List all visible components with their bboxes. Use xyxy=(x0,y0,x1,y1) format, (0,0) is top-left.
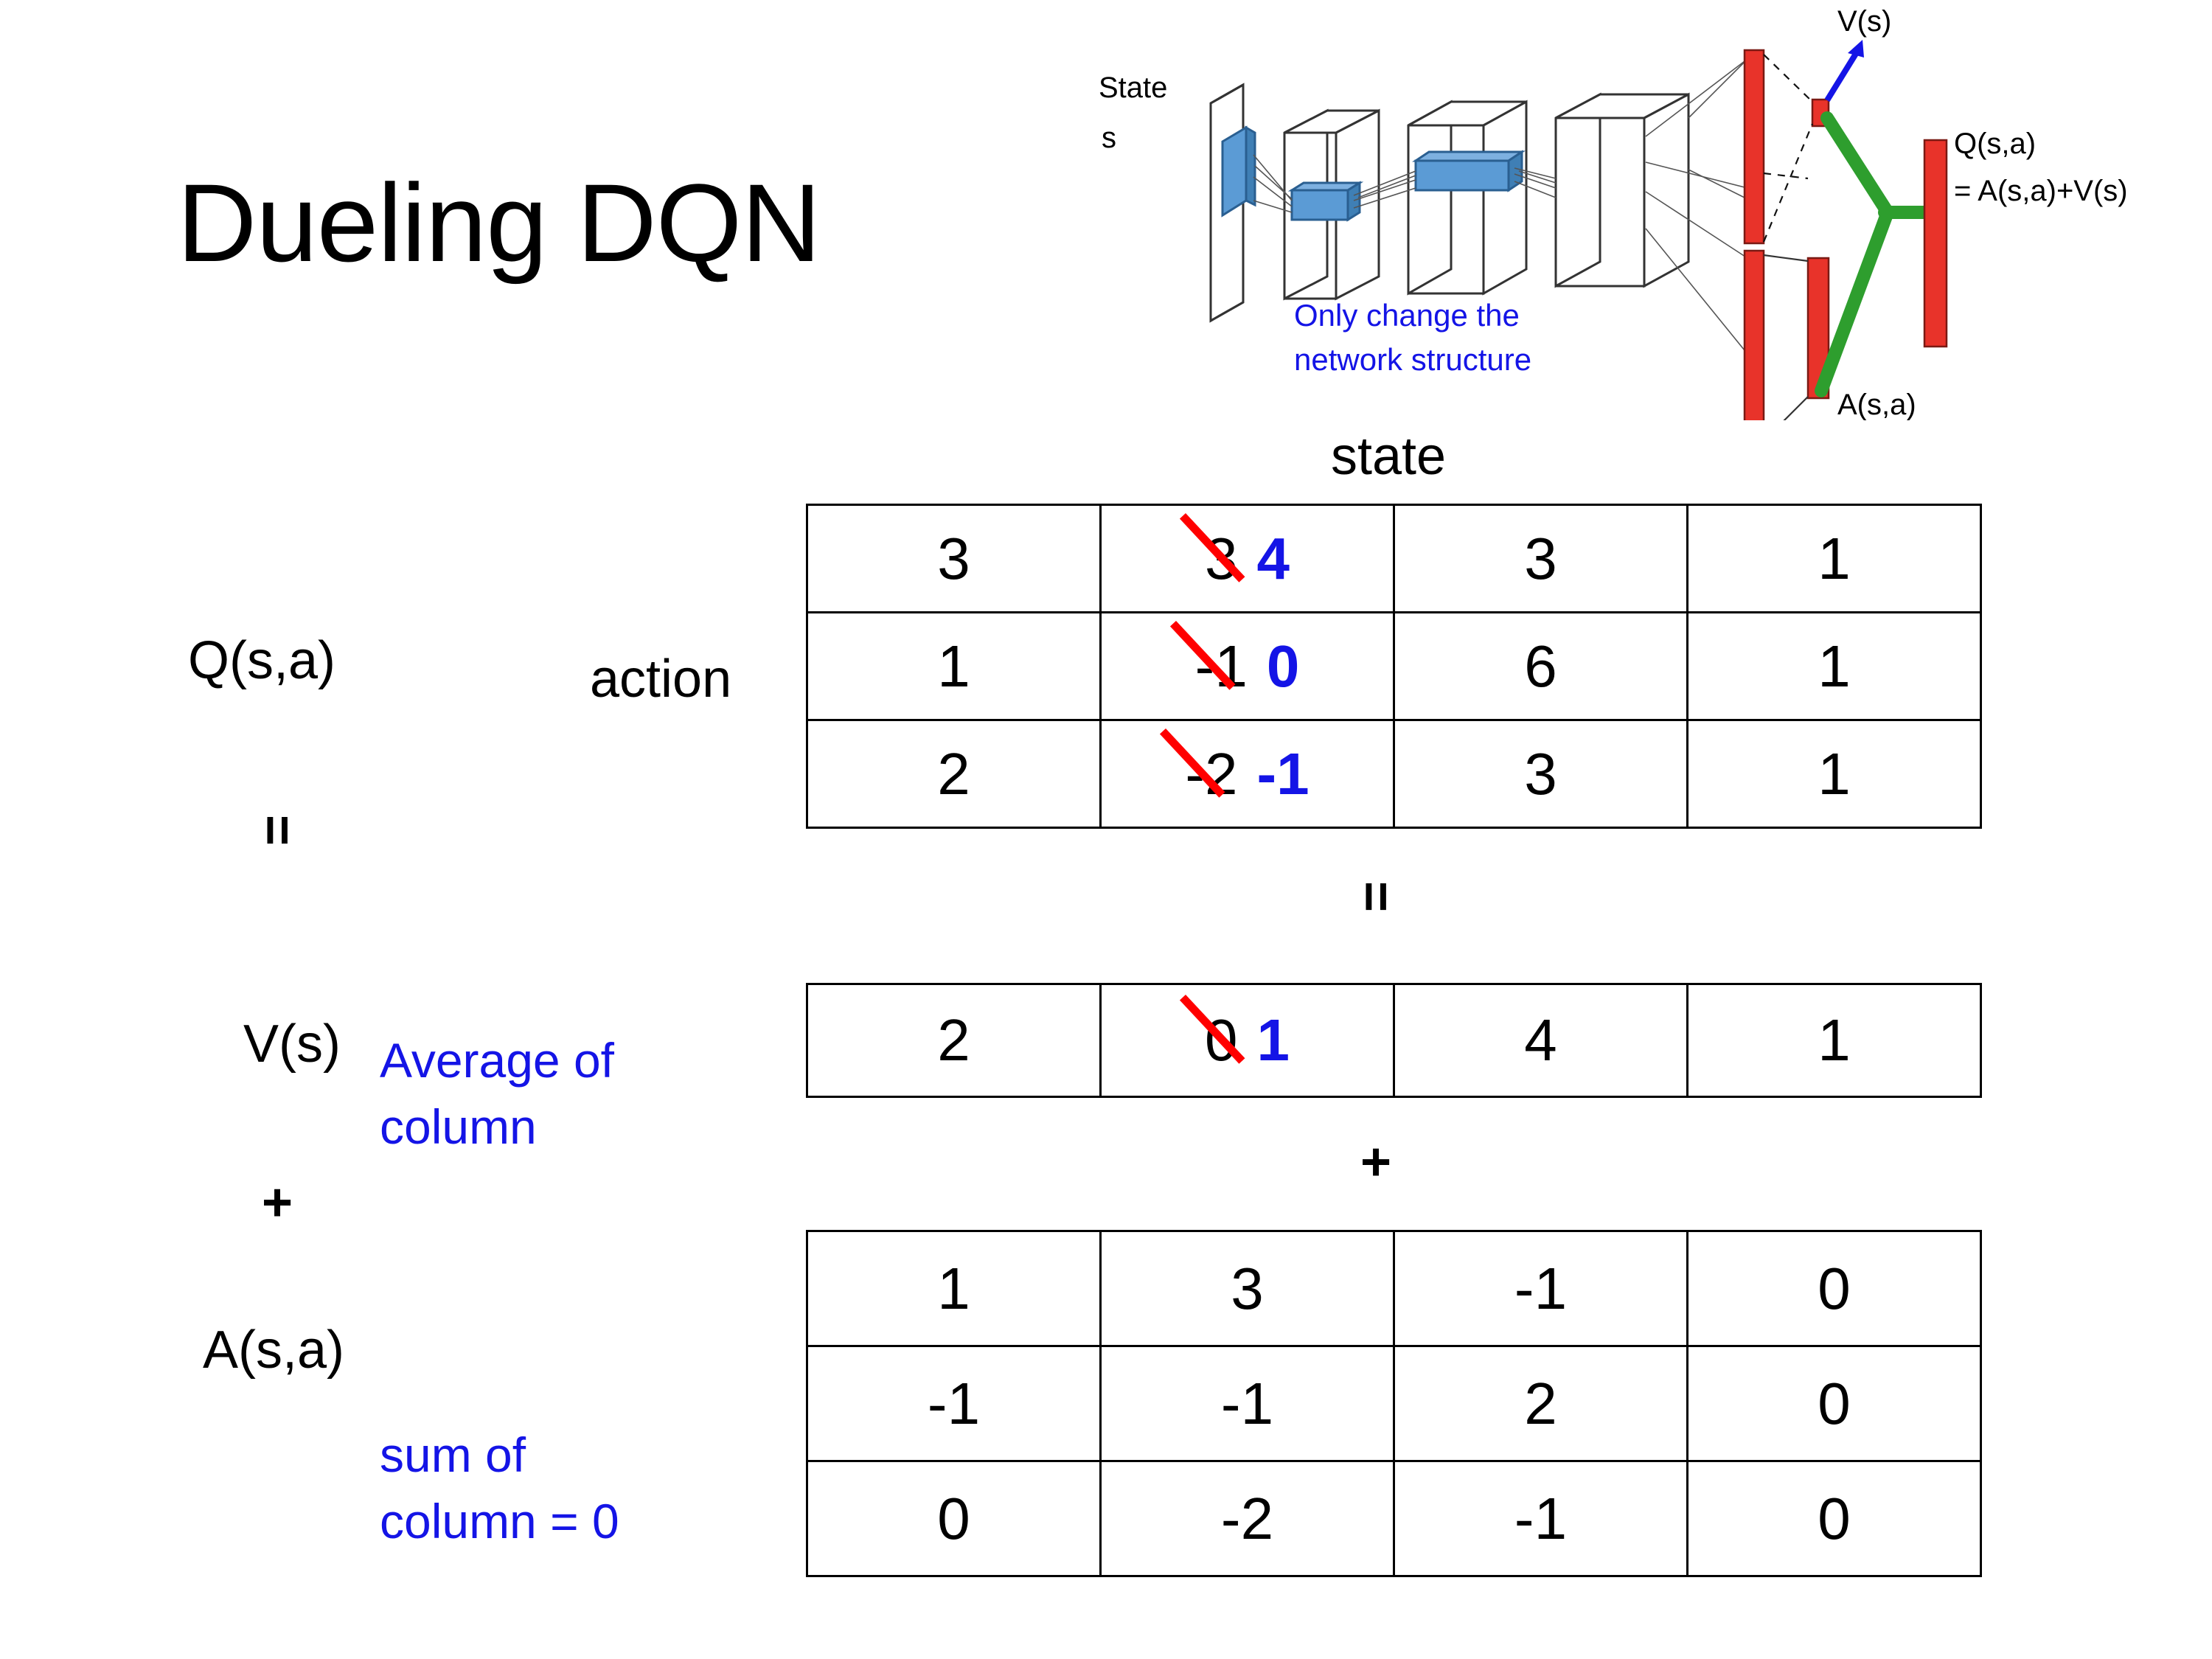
q-output-label-line1: Q(s,a) xyxy=(1954,128,2036,160)
green-merge-links xyxy=(1815,111,1935,397)
network-note-line2: network structure xyxy=(1294,342,1531,377)
cell-q-r1-c1: -1 0 xyxy=(1099,611,1395,721)
cell-a-r2-c3: 0 xyxy=(1686,1460,1982,1577)
input-patch-shape xyxy=(1221,125,1256,218)
cell-a-r0-c2: -1 xyxy=(1393,1230,1688,1347)
cell-q-r0-c2: 3 xyxy=(1393,504,1688,613)
cell-a-r2-c2: -1 xyxy=(1393,1460,1688,1577)
conv-patch-1-shape xyxy=(1287,181,1364,222)
cell-a-r1-c0: -1 xyxy=(806,1345,1102,1462)
table-row: 2 0 1 4 1 xyxy=(806,983,1982,1098)
dueling-network-diagram: State s V(s) A(s,a) Q(s,a) = A(s,a)+V(s)… xyxy=(1099,7,2190,420)
equals-q-to-sum: = xyxy=(248,814,307,846)
cell-a-r0-c1: 3 xyxy=(1099,1230,1395,1347)
table-row: 1 -1 0 6 1 xyxy=(806,611,1982,721)
conv-layer-2-shape xyxy=(1407,100,1528,296)
advantage-table: 1 3 -1 0 -1 -1 2 0 0 -2 -1 0 xyxy=(806,1230,1982,1577)
cell-q-r2-c2: 3 xyxy=(1393,719,1688,829)
corrected-value: 1 xyxy=(1256,1007,1290,1073)
cell-q-r1-c0: 1 xyxy=(806,611,1102,721)
cell-q-r0-c1: 3 4 xyxy=(1099,504,1395,613)
advantage-stream-bar xyxy=(1743,249,1765,420)
cell-a-r2-c0: 0 xyxy=(806,1460,1102,1577)
advantage-function-label: A(s,a) xyxy=(203,1321,345,1380)
q-output-bar xyxy=(1923,139,1948,348)
advantage-vector-node xyxy=(1806,257,1830,400)
conv-layer-3-shape xyxy=(1554,92,1690,288)
value-function-label: V(s) xyxy=(243,1015,341,1074)
q-function-label: Q(s,a) xyxy=(188,631,336,690)
network-note-line1: Only change the xyxy=(1294,298,1520,333)
cell-q-r2-c0: 2 xyxy=(806,719,1102,829)
value-stream-bar xyxy=(1743,49,1765,245)
conv-patch-2-shape xyxy=(1412,150,1526,192)
cell-v-r0-c0: 2 xyxy=(806,983,1102,1098)
cell-a-r1-c1: -1 xyxy=(1099,1345,1395,1462)
q-value-table: 3 3 4 3 1 1 -1 0 6 1 2 xyxy=(806,504,1982,829)
advantage-output-label: A(s,a) xyxy=(1837,389,1916,420)
value-arrow xyxy=(1824,40,1864,102)
struck-value: 0 xyxy=(1205,1007,1238,1073)
page-title: Dueling DQN xyxy=(177,161,821,285)
state-diagram-label-line1: State xyxy=(1099,72,1167,104)
corrected-value: 0 xyxy=(1266,633,1300,699)
equals-between-q-and-v: = xyxy=(1346,880,1406,913)
q-output-label-line2: = A(s,a)+V(s) xyxy=(1954,175,2128,207)
cell-q-r0-c3: 1 xyxy=(1686,504,1982,613)
struck-value: 3 xyxy=(1205,525,1238,591)
state-diagram-label-line2: s xyxy=(1102,122,1116,154)
action-axis-label: action xyxy=(590,650,732,709)
plus-between-v-and-a: + xyxy=(1360,1133,1392,1192)
table-row: 3 3 4 3 1 xyxy=(806,504,1982,613)
corrected-value: 4 xyxy=(1256,525,1290,591)
cell-q-r1-c2: 6 xyxy=(1393,611,1688,721)
cell-a-r2-c1: -2 xyxy=(1099,1460,1395,1577)
cell-a-r1-c2: 2 xyxy=(1393,1345,1688,1462)
value-note-line2: column xyxy=(380,1099,537,1154)
connection-lines xyxy=(1253,58,1748,355)
cell-q-r2-c1: -2 -1 xyxy=(1099,719,1395,829)
cell-v-r0-c3: 1 xyxy=(1686,983,1982,1098)
table-row: 0 -2 -1 0 xyxy=(806,1460,1982,1577)
cell-a-r0-c3: 0 xyxy=(1686,1230,1982,1347)
advantage-links xyxy=(1763,254,1809,420)
cell-a-r1-c3: 0 xyxy=(1686,1345,1982,1462)
table-row: -1 -1 2 0 xyxy=(806,1345,1982,1462)
state-axis-label: state xyxy=(1330,427,1447,486)
value-output-label: V(s) xyxy=(1837,7,1891,38)
cell-v-r0-c2: 4 xyxy=(1393,983,1688,1098)
struck-value: -2 xyxy=(1185,740,1238,807)
cell-a-r0-c0: 1 xyxy=(806,1230,1102,1347)
cell-q-r0-c0: 3 xyxy=(806,504,1102,613)
struck-value: -1 xyxy=(1194,633,1248,699)
plus-v-plus-a: + xyxy=(262,1173,293,1232)
advantage-note-line1: sum of xyxy=(380,1427,526,1482)
table-row: 2 -2 -1 3 1 xyxy=(806,719,1982,829)
cell-q-r1-c3: 1 xyxy=(1686,611,1982,721)
table-row: 1 3 -1 0 xyxy=(806,1230,1982,1347)
corrected-value: -1 xyxy=(1256,740,1310,807)
value-table: 2 0 1 4 1 xyxy=(806,983,1982,1098)
cell-v-r0-c1: 0 1 xyxy=(1099,983,1395,1098)
cell-q-r2-c3: 1 xyxy=(1686,719,1982,829)
value-dashed-links xyxy=(1762,54,1814,243)
value-note-line1: Average of xyxy=(380,1033,615,1088)
advantage-note-line2: column = 0 xyxy=(380,1494,619,1548)
